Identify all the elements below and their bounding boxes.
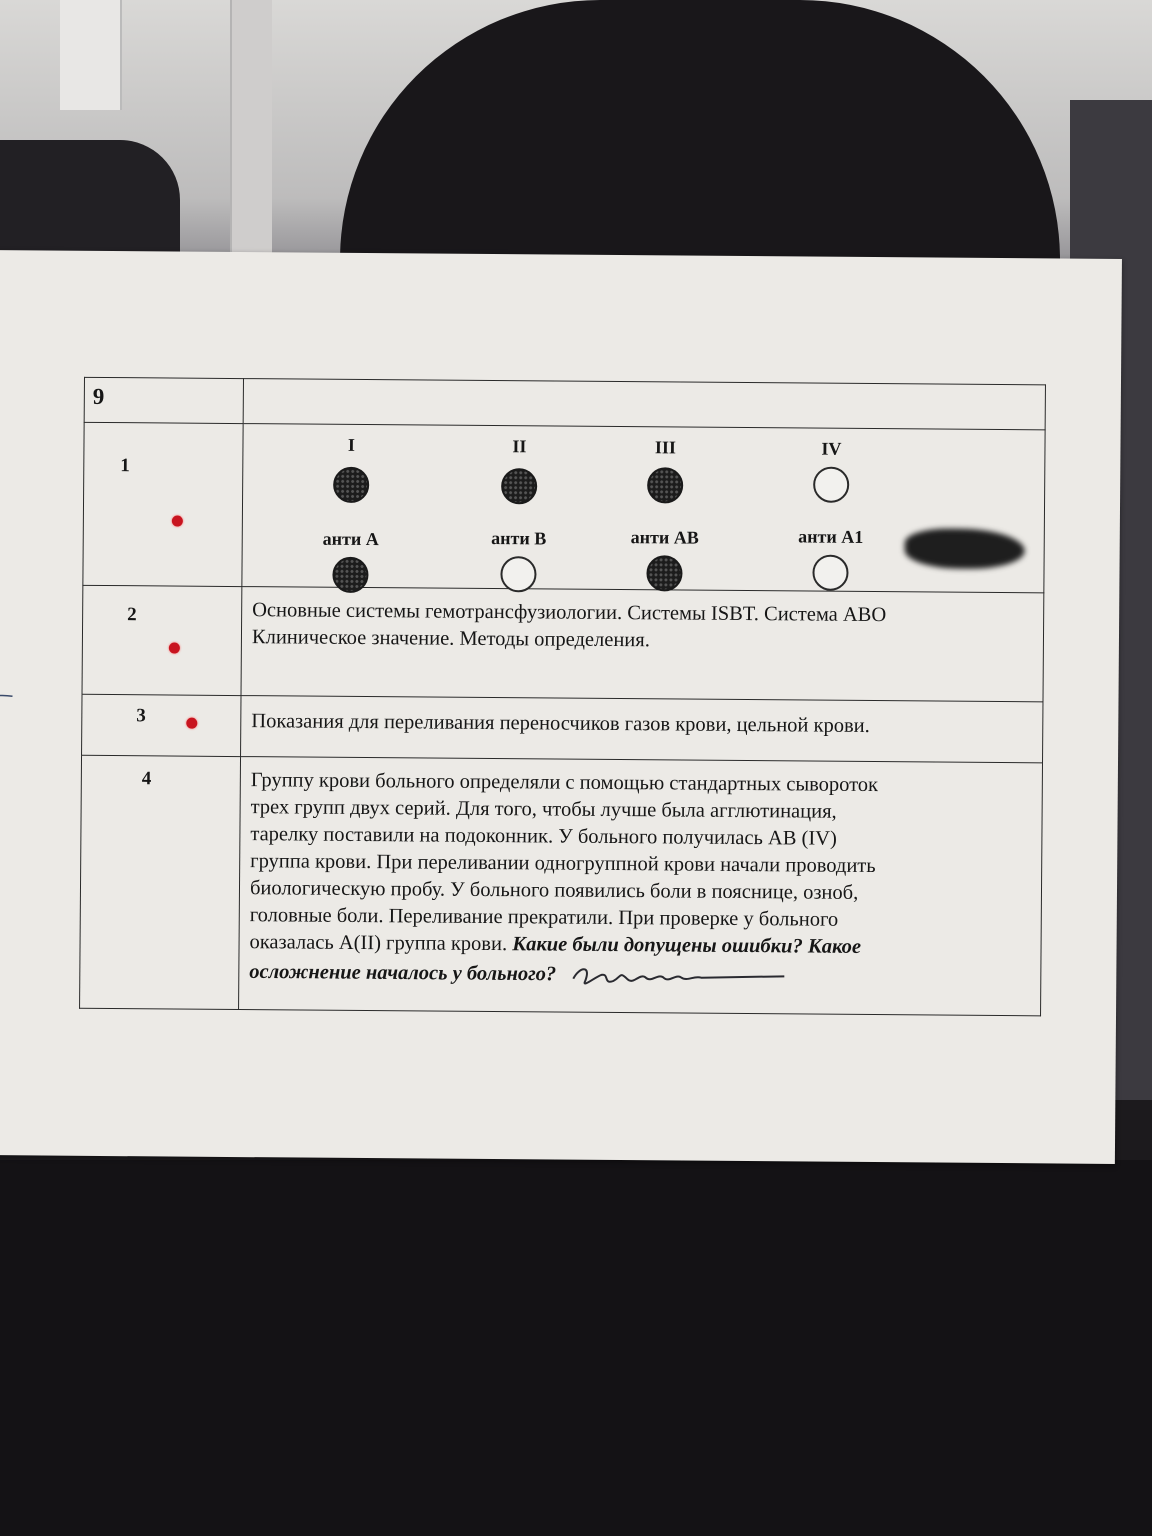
agglutination-well — [647, 467, 684, 504]
question-number: 1 — [120, 455, 130, 477]
question-row-2: 2 Основные системы гемотрансфузиологии. … — [82, 585, 1044, 702]
question-text-cell: Показания для переливания переносчиков г… — [240, 695, 1043, 763]
background-shelf — [60, 0, 122, 110]
ink-scribble — [904, 528, 1025, 570]
question-number-cell: 2 — [82, 585, 242, 696]
question-text-emphasis: осложнение началось у больного? — [249, 960, 557, 986]
ticket-number: 9 — [92, 383, 105, 409]
ticket-number-cell: 9 — [84, 377, 244, 424]
antibody-label: анти В — [491, 528, 547, 549]
antibody-label: анти А1 — [798, 526, 864, 547]
antibody-label: анти АВ — [630, 527, 699, 548]
red-mark-icon — [171, 515, 183, 527]
handwritten-signature-icon — [572, 968, 785, 985]
serum-label: III — [654, 437, 677, 458]
question-line: Клиническое значение. Методы определения… — [251, 626, 650, 652]
antibody-label: анти А — [322, 528, 379, 550]
background-shelf-edge — [230, 0, 272, 260]
question-row-3: 3 Показания для переливания переносчиков… — [81, 694, 1043, 763]
question-text-emphasis: Какие были допущены ошибки? Какое — [512, 933, 862, 958]
negative-well — [813, 466, 850, 503]
question-number: 4 — [141, 768, 152, 790]
question-line: осложнение началось у больного? — [249, 956, 1028, 996]
serum-label: I — [347, 434, 356, 455]
exam-ticket-sheet: 9 1 I II III IV анти А — [0, 250, 1122, 1164]
question-text-plain: оказалась А(II) группа крови. — [249, 931, 508, 956]
question-number: 3 — [136, 705, 146, 727]
pen-mark-icon — [0, 694, 13, 705]
ticket-header-blank — [243, 378, 1046, 430]
red-mark-icon — [186, 717, 198, 729]
ticket-table: 9 1 I II III IV анти А — [79, 377, 1046, 1017]
question-number-cell: 3 — [81, 694, 242, 757]
question-row-1: 1 I II III IV анти А анти В анти АВ анти… — [82, 422, 1046, 594]
question-text-cell: Группу крови больного определяли с помощ… — [238, 756, 1043, 1016]
negative-well — [812, 554, 849, 591]
question-number-cell: 1 — [82, 422, 244, 587]
agglutination-diagram-cell: I II III IV анти А анти В анти АВ анти А… — [241, 423, 1046, 594]
question-text: Показания для переливания переносчиков г… — [251, 710, 870, 738]
agglutination-well — [333, 466, 370, 504]
question-number: 2 — [127, 604, 137, 626]
question-text-cell: Основные системы гемотрансфузиологии. Си… — [241, 586, 1044, 702]
ticket-header-row: 9 — [84, 377, 1046, 430]
red-mark-icon — [168, 642, 180, 654]
serum-label: II — [512, 436, 527, 457]
question-text: Группу крови больного определяли с помощ… — [249, 767, 1030, 996]
agglutination-well — [501, 468, 538, 505]
negative-well — [500, 556, 537, 593]
question-row-4: 4 Группу крови больного определяли с пом… — [79, 755, 1043, 1016]
background-fabric — [0, 1160, 1152, 1536]
serum-label: IV — [821, 438, 842, 459]
question-text: Основные системы гемотрансфузиологии. Си… — [252, 597, 1031, 657]
agglutination-well — [646, 555, 683, 592]
question-number-cell: 4 — [79, 755, 241, 1010]
agglutination-diagram: I II III IV анти А анти В анти АВ анти А… — [242, 424, 1044, 594]
